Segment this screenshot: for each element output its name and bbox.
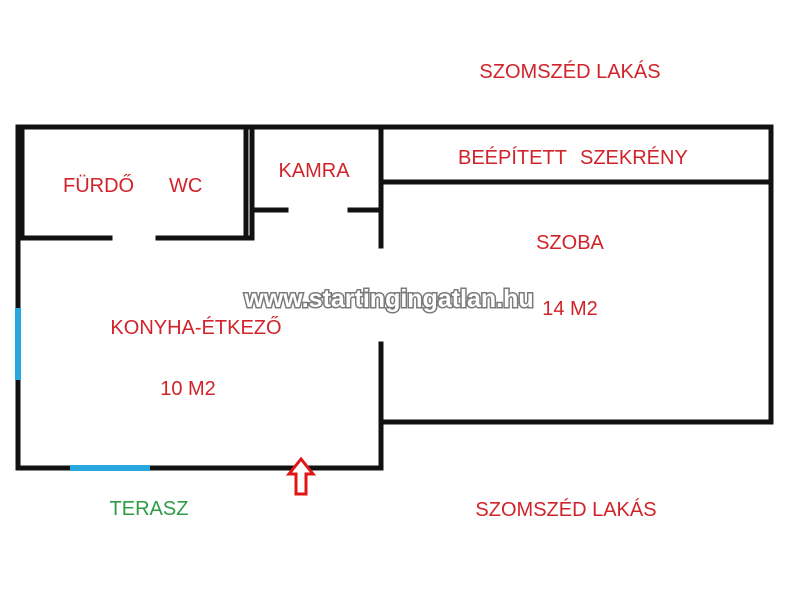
watermark: www.startingingatlan.hu [243,285,533,313]
kitchen-area: 10 M2 [160,378,216,400]
terrace-label: TERASZ [110,498,189,520]
wardrobe-label-1: BEÉPÍTETT [458,146,567,169]
up-arrow-icon [285,456,317,496]
room-area: 14 M2 [542,298,598,320]
room-label: SZOBA [536,232,604,254]
walls [15,124,774,471]
neighbor-top-label: SZOMSZÉD LAKÁS [479,60,660,83]
wc-label: WC [169,175,202,197]
kitchen-label: KONYHA-ÉTKEZŐ [110,316,281,339]
neighbor-bottom-label: SZOMSZÉD LAKÁS [475,498,656,521]
wardrobe-label-2: SZEKRÉNY [580,146,688,169]
bathroom-label: FÜRDŐ [63,174,134,197]
pantry-label: KAMRA [278,160,350,182]
